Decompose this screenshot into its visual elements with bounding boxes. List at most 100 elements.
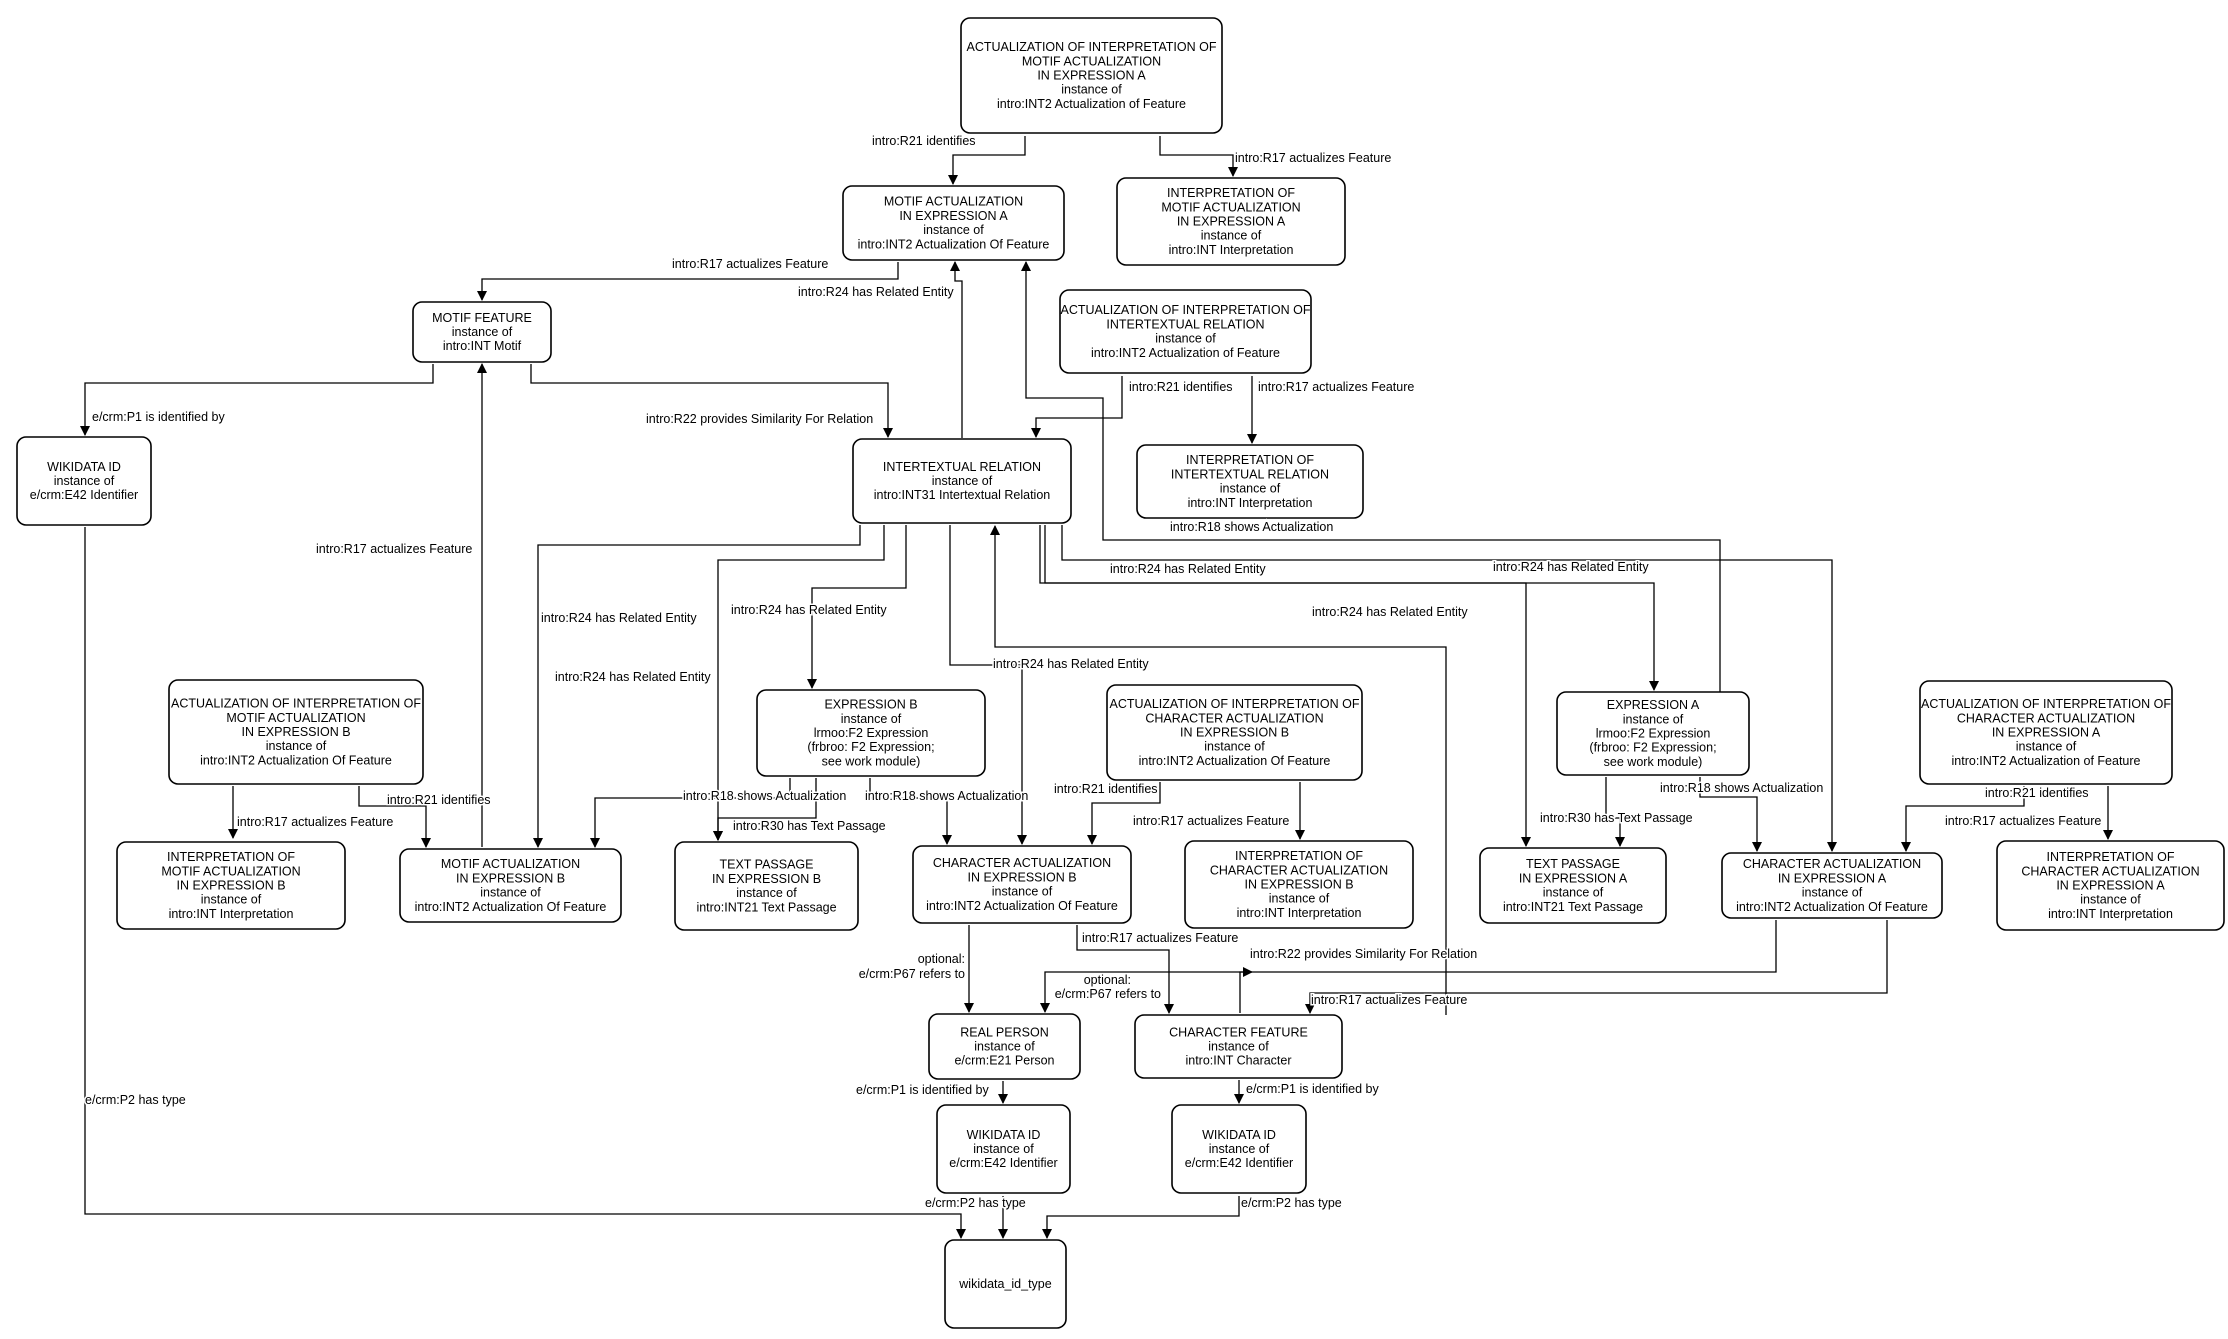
node-label-line: CHARACTER ACTUALIZATION [1957,711,2135,725]
edge-label: intro:R17 actualizes Feature [1082,931,1238,945]
edge-label: intro:R21 identifies [1985,786,2089,800]
node-label-line: WIKIDATA ID [1202,1128,1276,1142]
edge-label-halo: intro:R17 actualizes Feature [1311,993,1467,1007]
edge-arrow [1699,777,1762,852]
edge-path [1159,136,1238,177]
edge-label-halo: intro:R17 actualizes Feature [1945,814,2101,828]
diagram-node[interactable]: ACTUALIZATION OF INTERPRETATION OFMOTIF … [168,679,424,785]
edge-label-halo: e/crm:P2 has type [1241,1196,1342,1210]
edge-label-halo: intro:R30 has Text Passage [733,819,886,833]
node-label-line: IN EXPRESSION A [1992,725,2101,739]
edge-arrow [1159,136,1238,177]
node-label-line: e/crm:E21 Person [954,1054,1054,1068]
node-label-line: CHARACTER ACTUALIZATION [933,856,1111,870]
edge-path [1021,261,1721,692]
edge-label: intro:R24 has Related Entity [541,611,697,625]
node-label-line: instance of [932,474,993,488]
node-box [399,848,622,923]
edge-path [1076,925,1174,1014]
edge-arrow [1042,1196,1240,1239]
diagram-node[interactable]: wikidata_id_type [944,1239,1067,1329]
node-label-line: ACTUALIZATION OF INTERPRETATION OF [1109,697,1359,711]
node-label-line: intro:INT2 Actualization Of Feature [926,899,1118,913]
node-label-line: intro:INT31 Intertextual Relation [874,488,1051,502]
edge-label-halo: intro:R17 actualizes Feature [1133,814,1289,828]
node-box [756,689,986,777]
node-label-line: IN EXPRESSION A [899,209,1008,223]
edge-arrow [80,364,434,436]
edge-arrow [1040,920,1777,1013]
edge-arrow [949,525,1027,845]
edge-arrow [1239,967,1253,1013]
edge-arrow [477,262,899,301]
edge-path [1031,376,1123,438]
edge-path [80,364,434,436]
edge-label-halo: intro:R17 actualizes Feature [316,542,472,556]
node-label-line: MOTIF FEATURE [432,311,532,325]
edge-label-halo: intro:R18 shows Actualization [1660,781,1823,795]
node-label-line: IN EXPRESSION B [456,871,565,885]
edge-arrow [948,136,1026,185]
node-label-line: CHARACTER FEATURE [1169,1025,1308,1039]
node-label-line: INTERTEXTUAL RELATION [1171,467,1329,481]
edge-path [1087,782,1161,845]
edge-label-halo: e/crm:P1 is identified by [1246,1082,1379,1096]
node-box [842,185,1065,261]
diagram-node[interactable]: ACTUALIZATION OF INTERPRETATION OFINTERT… [1059,289,1312,374]
node-label-line: ACTUALIZATION OF INTERPRETATION OF [1921,697,2171,711]
node-label-line: intro:INT2 Actualization Of Feature [1736,900,1928,914]
edge-label-halo: intro:R21 identifies [1985,786,2089,800]
node-label-line: intro:INT Character [1185,1054,1291,1068]
node-box [1171,1104,1307,1194]
edge-arrow [84,527,966,1239]
edge-label-halo: e/crm:P67 refers to [859,967,965,981]
edge-label-halo: intro:R24 has Related Entity [993,657,1149,671]
node-label-line: instance of [1220,482,1281,496]
edge-label: intro:R18 shows Actualization [1660,781,1823,795]
diagram-node[interactable]: ACTUALIZATION OF INTERPRETATION OFCHARAC… [1919,680,2173,785]
edge-label: intro:R24 has Related Entity [731,603,887,617]
node-box [1059,289,1312,374]
node-box [1136,444,1364,519]
edge-label-halo: intro:R30 has Text Passage [1540,811,1693,825]
node-label-line: instance of [1543,886,1604,900]
edge-label-halo: intro:R24 has Related Entity [541,611,697,625]
edge-label: optional: [1084,973,1131,987]
edge-arrow [358,786,431,848]
edge-label: intro:R24 has Related Entity [1312,605,1468,619]
edge-path [358,786,431,848]
node-label-line: IN EXPRESSION B [1244,877,1353,891]
edge-label-halo: e/crm:P2 has type [925,1196,1026,1210]
edge-label: e/crm:P67 refers to [859,967,965,981]
node-label-line: CHARACTER ACTUALIZATION [1145,711,1323,725]
node-label-line: (frbroo: F2 Expression; [807,740,934,754]
diagram-node[interactable]: ACTUALIZATION OF INTERPRETATION OFMOTIF … [960,17,1223,134]
node-label-line: see work module) [822,754,921,768]
node-box [944,1239,1067,1329]
node-label-line: instance of [1209,1142,1270,1156]
edge-label-halo: intro:R24 has Related Entity [798,285,954,299]
edge-path [869,778,952,845]
edge-path [1699,777,1762,852]
diagram-node[interactable]: ACTUALIZATION OF INTERPRETATION OFCHARAC… [1106,684,1363,781]
